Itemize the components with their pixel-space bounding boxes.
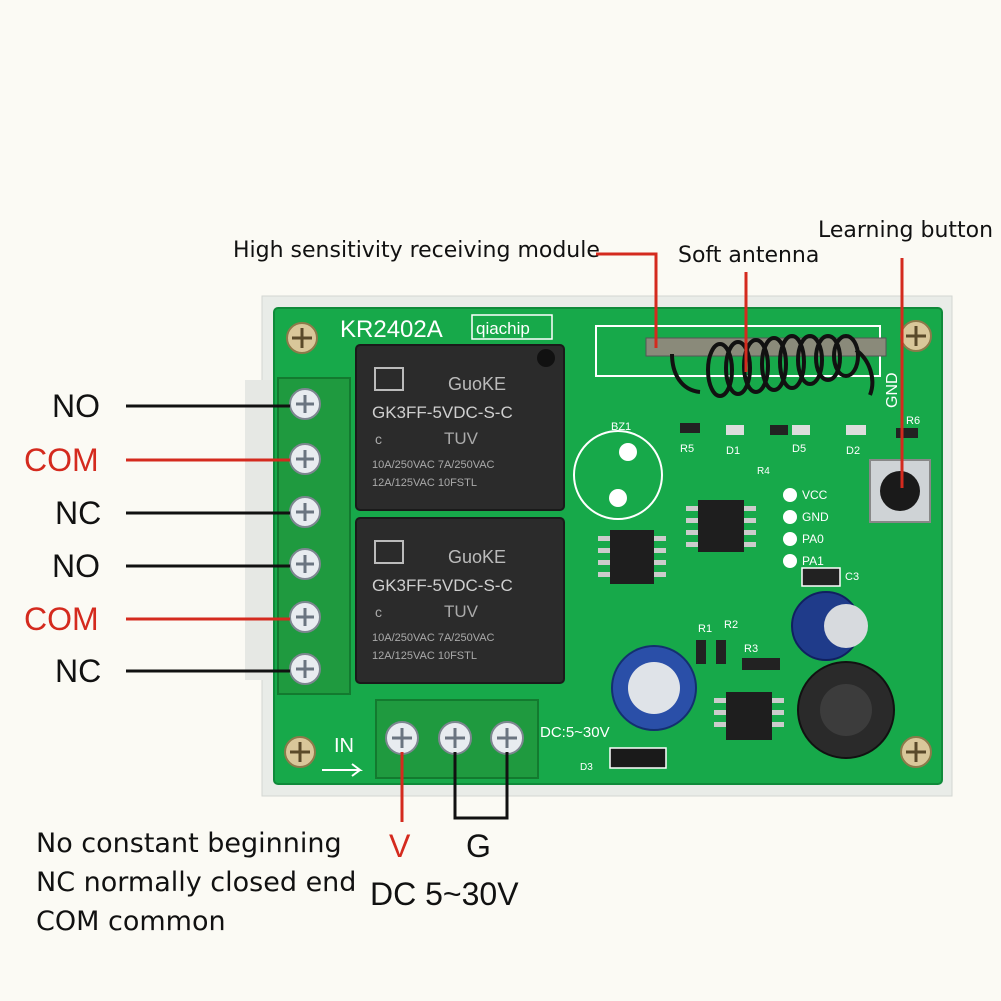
inductor: [797, 661, 895, 759]
board-dc-label: DC:5~30V: [540, 724, 610, 741]
capacitor-large-blue: [611, 645, 697, 731]
board-model: KR2402A: [340, 316, 443, 343]
terminal-label-com-1: COM: [24, 442, 99, 478]
board-brand: qiachip: [476, 319, 530, 338]
terminal-screws: [289, 388, 321, 685]
ref-d5: D5: [792, 443, 806, 455]
relay-2-rating-1: 10A/250VAC 7A/250VAC: [372, 632, 495, 644]
housing-side: [245, 380, 275, 680]
ic-chip-2: [686, 500, 756, 552]
screw-bottom-left: [284, 736, 316, 768]
ic-chip-1: [598, 530, 666, 584]
leader-g: [453, 752, 509, 820]
power-terminal-screws: [385, 721, 524, 755]
ref-r4: R4: [757, 466, 770, 477]
relay-1-brand: GuoKE: [448, 374, 506, 394]
callout-learning-button: Learning button: [818, 218, 994, 243]
buzzer: BZ1: [573, 421, 663, 520]
pin-gnd: GND: [802, 510, 829, 524]
output-terminal-block: [277, 377, 351, 695]
screw-top-left: [286, 322, 318, 354]
svg-text:c: c: [375, 431, 382, 447]
ref-r2: R2: [724, 619, 738, 631]
note-line-3: COM common: [36, 906, 226, 937]
terminal-label-no-1: NO: [52, 388, 100, 424]
ref-d1: D1: [726, 445, 740, 457]
terminal-label-no-2: NO: [52, 548, 100, 584]
soft-antenna: [670, 334, 875, 398]
terminal-label-com-2: COM: [24, 601, 99, 637]
relay-2-model: GK3FF-5VDC-S-C: [372, 576, 513, 595]
terminal-leader-lines: [126, 404, 290, 673]
terminal-label-nc-1: NC: [55, 495, 102, 531]
power-g-label: G: [466, 828, 491, 864]
ref-d2: D2: [846, 445, 860, 457]
relay-1-rating-2: 12A/125VAC 10FSTL: [372, 477, 477, 489]
ic-chip-3: [714, 692, 784, 740]
relay-2: GuoKE GK3FF-5VDC-S-C c TUV 10A/250VAC 7A…: [355, 517, 565, 684]
diode-d3: [609, 747, 667, 769]
screw-bottom-right: [900, 736, 932, 768]
ref-c3: C3: [845, 571, 859, 583]
relay-1: GuoKE GK3FF-5VDC-S-C c TUV 10A/250VAC 7A…: [355, 344, 565, 511]
board-in-label: IN: [334, 735, 354, 757]
pin-vcc: VCC: [802, 488, 828, 502]
note-line-2: NC normally closed end: [36, 867, 357, 898]
capacitor-small: [791, 591, 868, 661]
ref-r1: R1: [698, 623, 712, 635]
ref-d3: D3: [580, 762, 593, 773]
callout-receiving-module: High sensitivity receiving module: [233, 238, 600, 263]
ref-r5: R5: [680, 443, 694, 455]
board-gnd-label: GND: [884, 372, 901, 408]
screw-top-right: [900, 320, 932, 352]
ref-r6: R6: [906, 415, 920, 427]
power-dc-range: DC 5~30V: [370, 876, 519, 912]
note-line-1: No constant beginning: [36, 828, 342, 859]
svg-text:TUV: TUV: [444, 429, 479, 448]
power-v-label: V: [389, 828, 411, 864]
relay-2-rating-2: 12A/125VAC 10FSTL: [372, 650, 477, 662]
learning-button[interactable]: [869, 459, 931, 523]
pin-pa1: PA1: [802, 554, 824, 568]
relay-1-model: GK3FF-5VDC-S-C: [372, 403, 513, 422]
svg-text:c: c: [375, 604, 382, 620]
svg-text:TUV: TUV: [444, 602, 479, 621]
ref-bz1: BZ1: [611, 421, 631, 433]
terminal-label-nc-2: NC: [55, 653, 102, 689]
callout-soft-antenna: Soft antenna: [678, 243, 820, 268]
leader-receiving-module: [596, 252, 658, 348]
ref-r3: R3: [744, 643, 758, 655]
pin-pa0: PA0: [802, 532, 824, 546]
relay-2-brand: GuoKE: [448, 547, 506, 567]
relay-1-rating-1: 10A/250VAC 7A/250VAC: [372, 459, 495, 471]
